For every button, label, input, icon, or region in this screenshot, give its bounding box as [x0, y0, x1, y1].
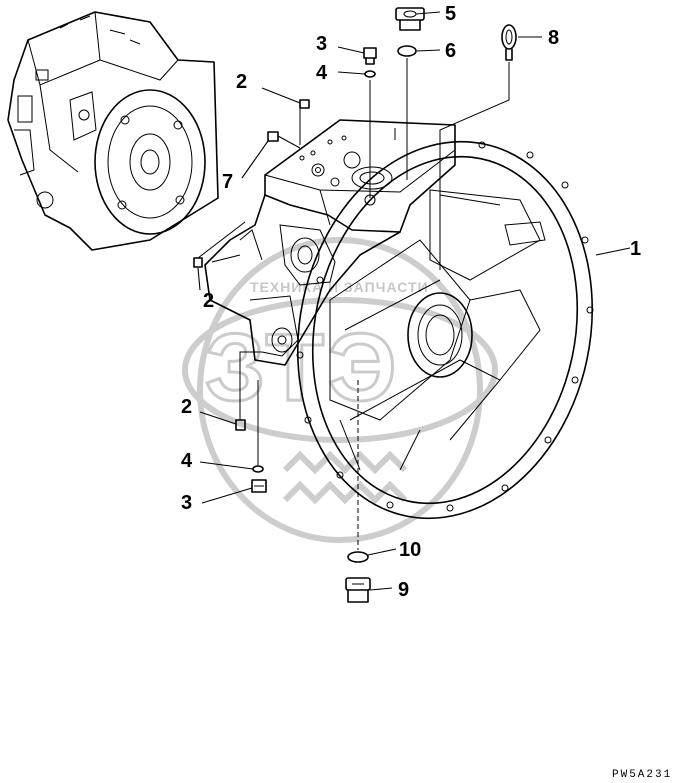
- drain-plug-9: [345, 577, 371, 603]
- callout-2-lower: 2: [181, 396, 192, 418]
- watermark-ring: [182, 297, 498, 443]
- pump-body: [204, 119, 456, 366]
- parts: [193, 7, 517, 603]
- watermark-pattern-2: [282, 480, 408, 505]
- flywheel-housing: [296, 140, 594, 520]
- callout-1: 1: [630, 238, 641, 260]
- callout-2-left: 2: [203, 290, 214, 312]
- bolt-7: [267, 131, 301, 149]
- o-ring-10: [347, 551, 369, 563]
- callout-4-lower: 4: [181, 450, 193, 472]
- callout-10: 10: [399, 539, 421, 561]
- watermark-logo: ЗТЭ: [205, 314, 400, 421]
- callout-9: 9: [398, 579, 409, 601]
- callout-3-lower: 3: [181, 492, 192, 514]
- drawing-code: PW5A231: [612, 769, 672, 781]
- watermark-pattern: [282, 450, 408, 475]
- callout-5: 5: [445, 3, 456, 25]
- watermark: ТЕХНИКА И ЗАПЧАСТИ ЗТЭ: [182, 237, 498, 543]
- o-ring-4-lower: [252, 465, 264, 473]
- callout-8: 8: [548, 27, 559, 49]
- watermark-text: ТЕХНИКА И ЗАПЧАСТИ: [250, 279, 429, 295]
- callout-6: 6: [445, 40, 456, 62]
- callout-2-upper: 2: [236, 71, 247, 93]
- plug-2-upper: [299, 99, 310, 109]
- plug-3-lower: [251, 479, 267, 493]
- callout-labels: 1 2 2 2 3 3 4 4 5 6 7 8 9 10: [181, 3, 641, 601]
- callout-3-upper: 3: [316, 33, 327, 55]
- watermark-shield: [197, 237, 483, 543]
- o-ring-4-top: [364, 70, 376, 78]
- plug-5: [395, 7, 425, 31]
- assembly-lines: [197, 58, 510, 550]
- leader-lines: [197, 11, 631, 591]
- callout-7: 7: [222, 171, 233, 193]
- o-ring-6: [397, 45, 417, 57]
- callout-4-upper: 4: [316, 62, 328, 84]
- reference-pump-assembly: [7, 11, 219, 251]
- plug-2-left: [193, 257, 203, 268]
- eye-bolt-8: [501, 24, 517, 61]
- plug-3-top: [363, 47, 377, 65]
